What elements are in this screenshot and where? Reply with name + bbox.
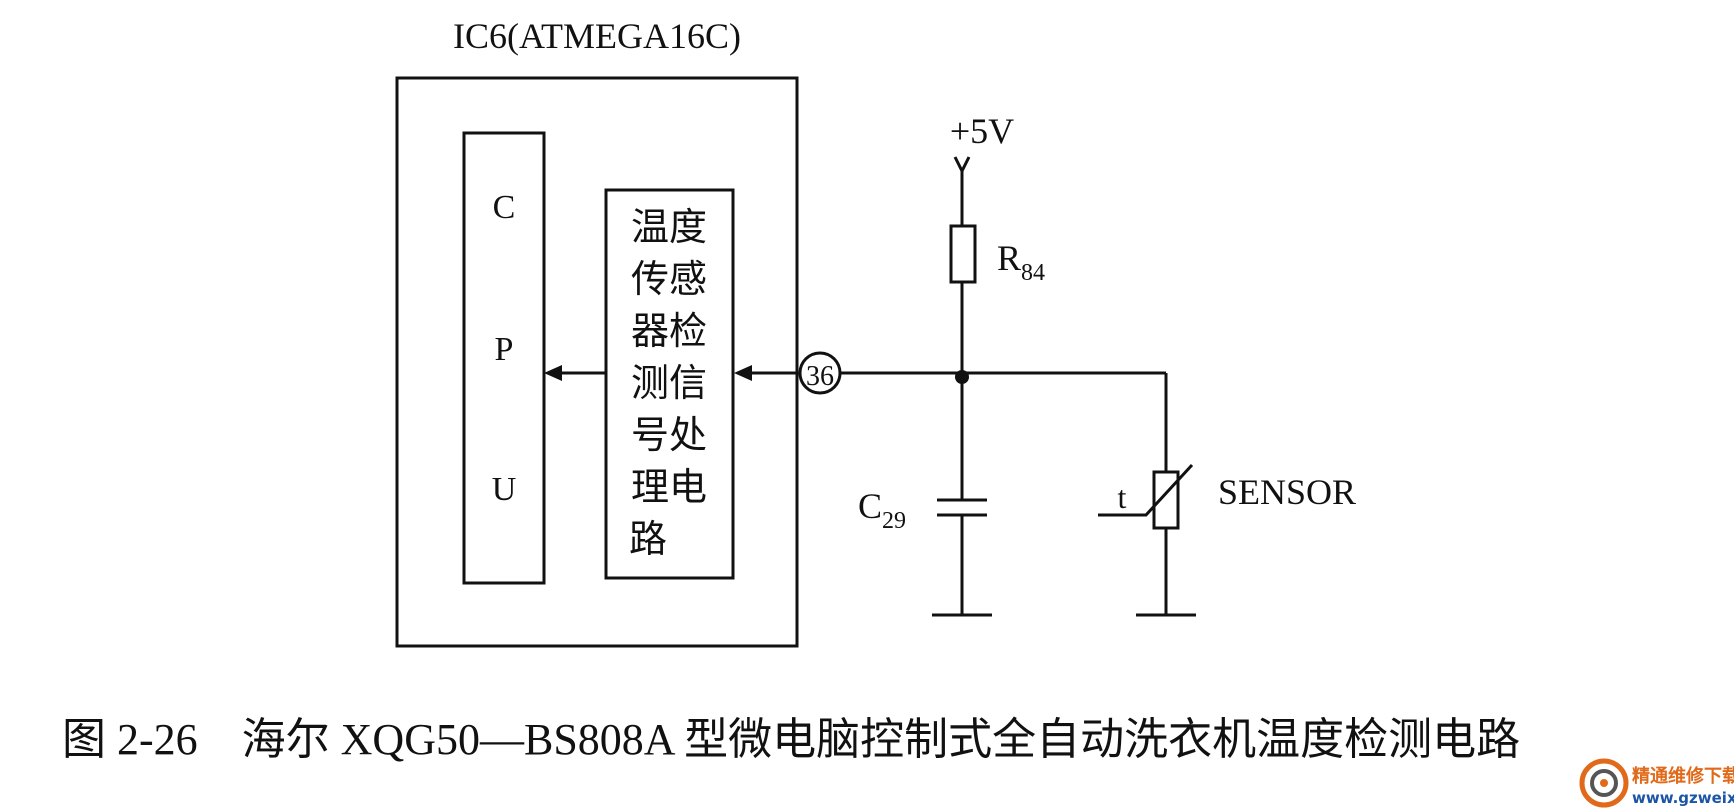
watermark-name: 精通维修下载: [1632, 765, 1734, 787]
capacitor-label: C29: [858, 486, 906, 534]
figure-caption: 图 2-26 海尔 XQG50—BS808A 型微电脑控制式全自动洗衣机温度检测…: [62, 715, 1520, 764]
block-text-line-7: 路: [629, 519, 667, 561]
watermark-center: [1600, 779, 1608, 787]
block-text-line-5: 号处: [631, 415, 707, 457]
block-text-line-4: 测信: [631, 363, 707, 405]
supply-arrow-right: [960, 156, 971, 172]
pin-number: 36: [806, 361, 834, 392]
block-text-line-3: 器检: [631, 311, 707, 353]
cpu-letter-c: C: [493, 189, 516, 226]
thermistor-slash: [1098, 463, 1194, 517]
thermistor-body: [1152, 470, 1180, 530]
watermark-url: www.gzweix.com: [1632, 789, 1734, 807]
watermark-inner-ring: [1590, 769, 1618, 797]
arrow-to-cpu-head: [544, 365, 562, 381]
sensor-processing-block: [604, 188, 735, 580]
ic-outline: [395, 76, 799, 648]
cpu-block: [462, 131, 546, 585]
block-text-line-2: 传感: [631, 259, 707, 301]
thermistor-symbol: t: [1118, 479, 1127, 515]
sensor-label: SENSOR: [1218, 472, 1356, 512]
arrow-to-block-head: [734, 365, 752, 381]
resistor-r84: [949, 224, 977, 284]
resistor-label: R84: [997, 238, 1045, 286]
cpu-letter-u: U: [492, 471, 517, 508]
ic-label: IC6(ATMEGA16C): [453, 16, 741, 56]
watermark-ring-icon: [1579, 758, 1629, 808]
block-text-line-6: 理电: [631, 467, 707, 509]
watermark-logo: 精通维修下载 www.gzweix.com: [1579, 758, 1734, 808]
supply-label: +5V: [950, 111, 1014, 151]
block-text-line-1: 温度: [631, 207, 707, 249]
cpu-letter-p: P: [495, 331, 514, 368]
supply-arrow-left: [953, 156, 964, 172]
